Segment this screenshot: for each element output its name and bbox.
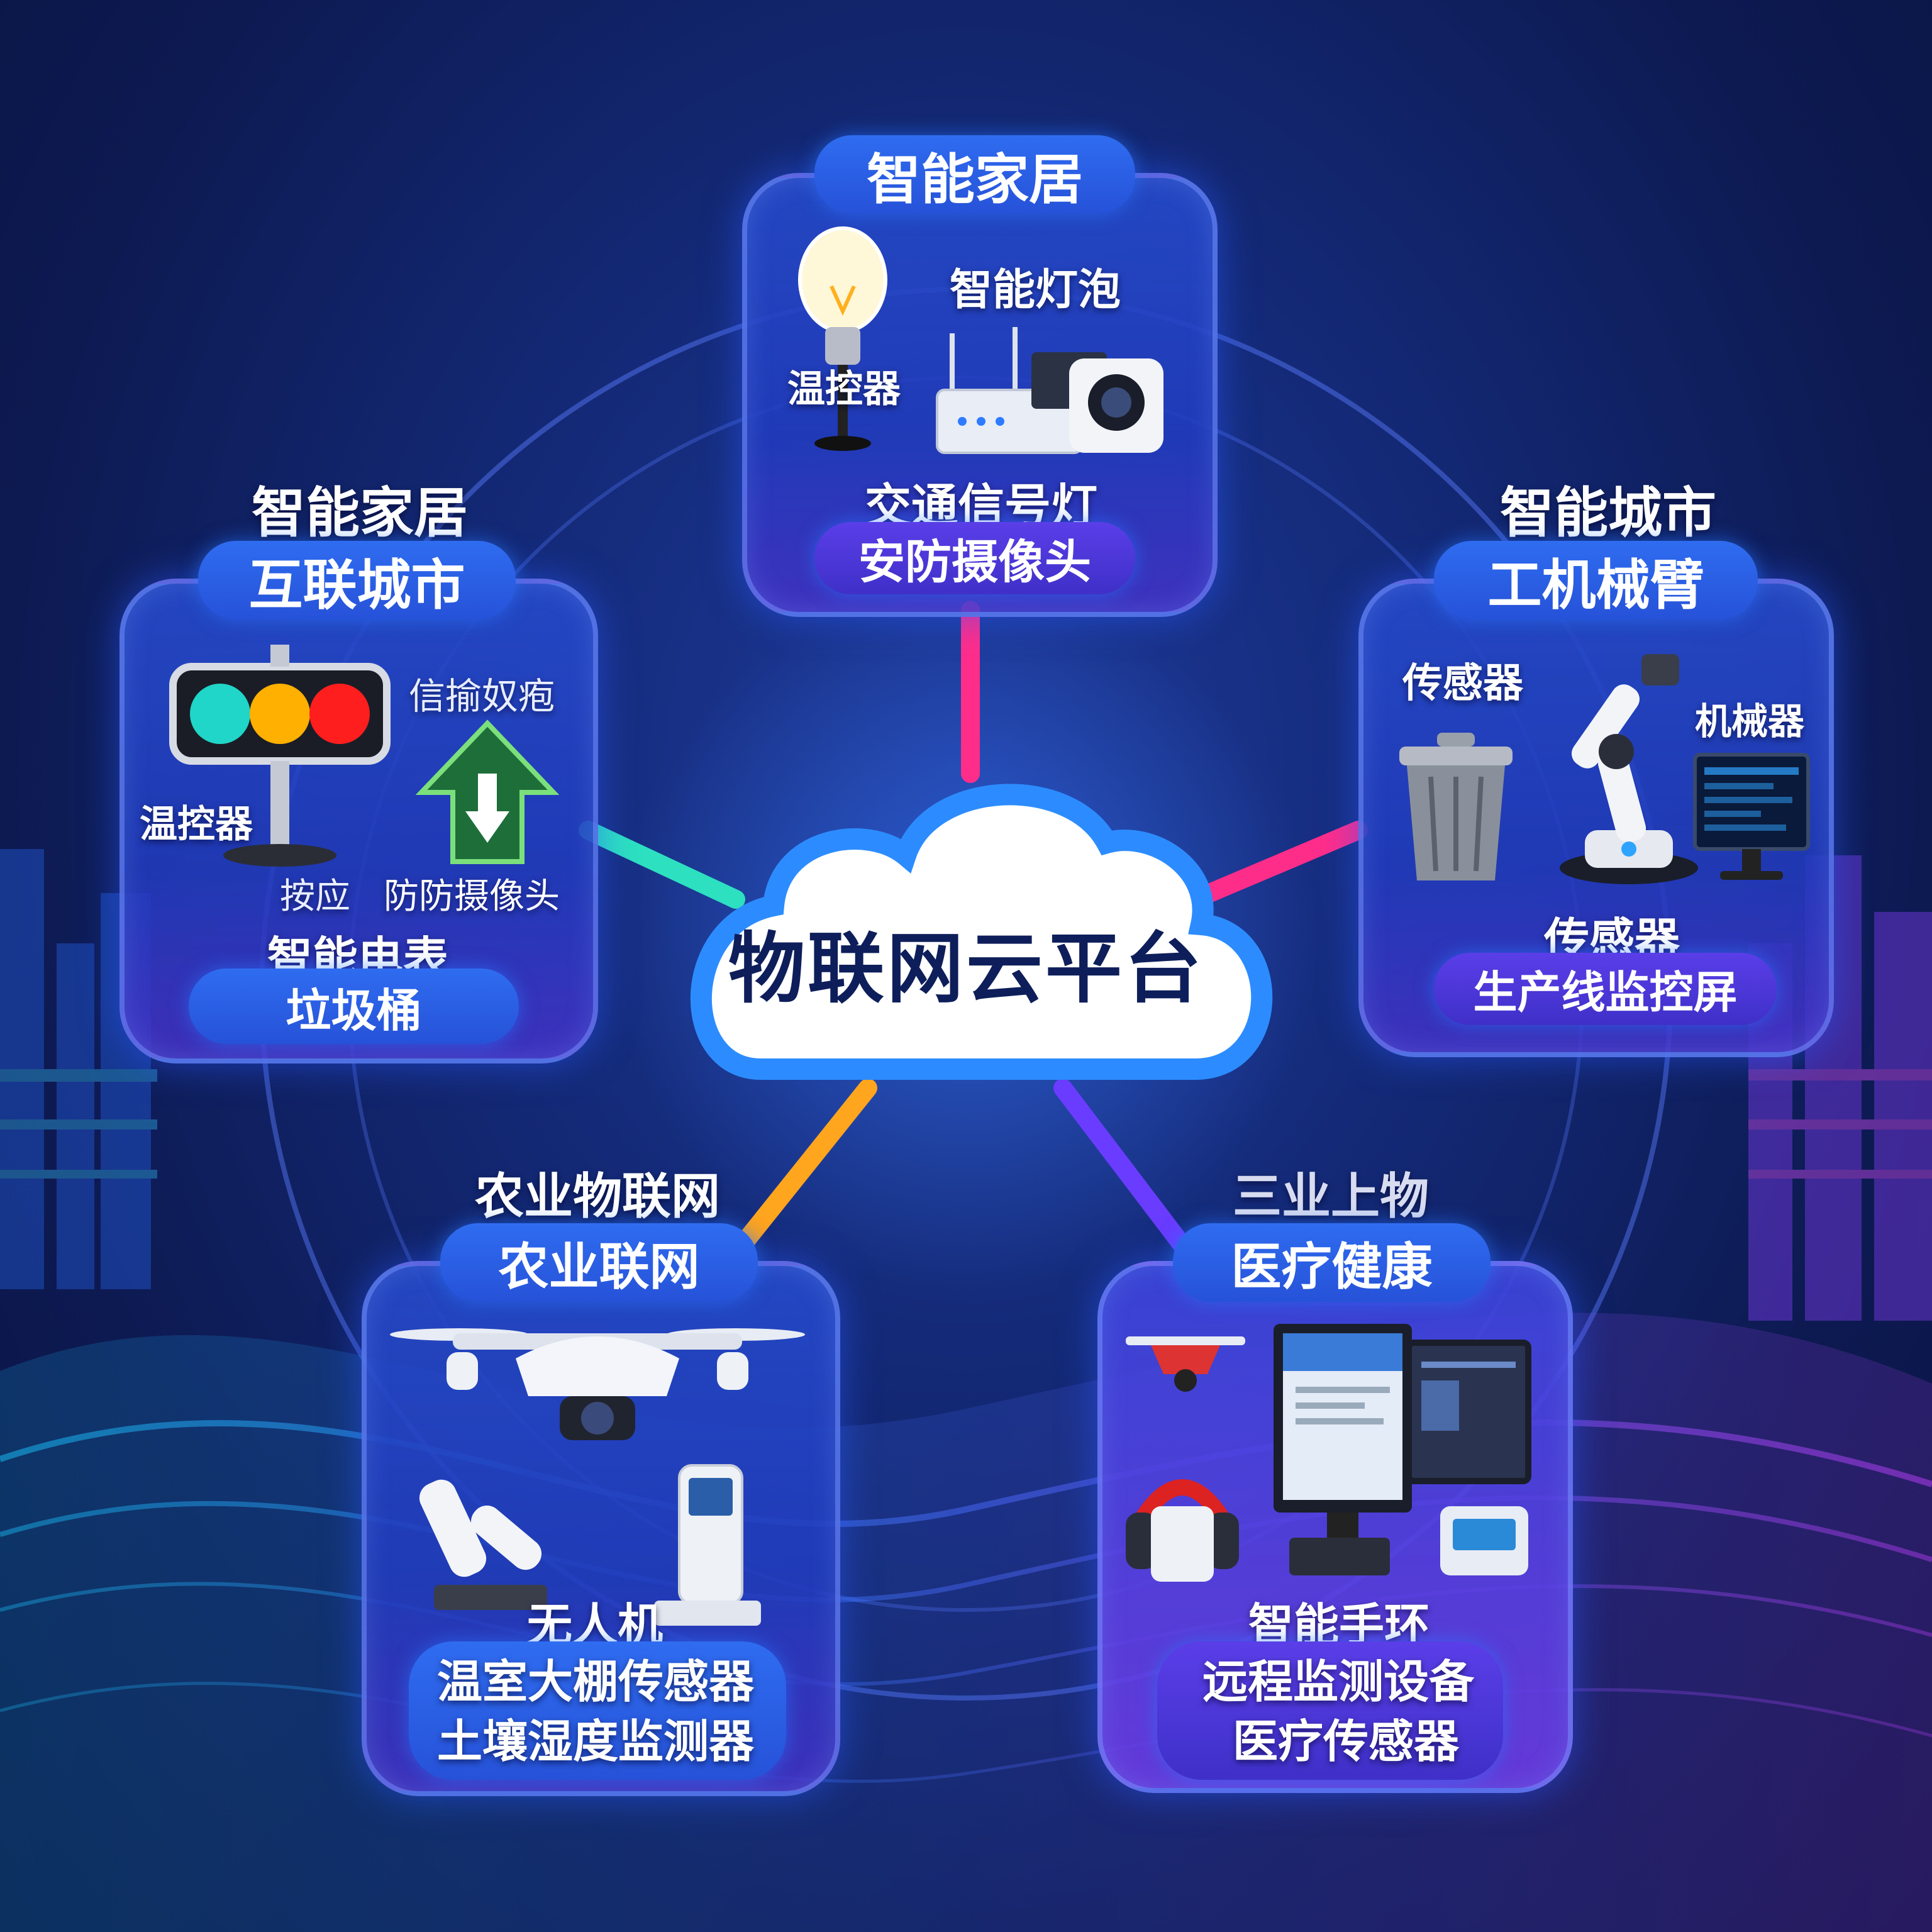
label-thermostat-top: 温控器 xyxy=(787,367,901,411)
card-right-header: 工机械臂 xyxy=(1434,541,1758,619)
medical-devices-icon xyxy=(1126,1324,1531,1582)
cloud-shape xyxy=(690,784,1273,1080)
light-bulb-icon xyxy=(798,226,887,451)
label-garbled-sign: 信揄奴疱 xyxy=(409,675,555,718)
router-icon xyxy=(936,327,1163,454)
link-right xyxy=(1185,821,1368,909)
trash-can-icon xyxy=(1399,733,1513,880)
cloud-platform-title: 物联网云平台 xyxy=(728,924,1204,1014)
card-bottom-left-footer xyxy=(409,1641,786,1780)
label-greenhouse-sensor: 温室大棚传感器 xyxy=(437,1655,755,1708)
label-sense-left: 按应 xyxy=(280,876,350,917)
card-top-header: 智能家居 xyxy=(814,135,1135,214)
link-bottom-left xyxy=(733,1079,877,1255)
drone-icon xyxy=(390,1328,805,1626)
arrow-down-sign-icon xyxy=(415,719,560,864)
card-bottom-right-footer xyxy=(1157,1641,1503,1780)
card-bottom-right-header: 医疗健康 xyxy=(1173,1223,1491,1302)
card-bottom-left-title: 农业物联网 xyxy=(475,1169,721,1225)
label-thermostat-left: 温控器 xyxy=(140,802,253,847)
label-sensor-right: 传感器 xyxy=(1402,660,1523,707)
digital-wave xyxy=(0,1313,1932,1932)
label-machine-right: 机械器 xyxy=(1695,700,1805,743)
card-left-footer: 垃圾桶 xyxy=(189,969,519,1044)
label-medical-sensor: 医疗传感器 xyxy=(1233,1715,1460,1768)
link-left xyxy=(579,821,745,909)
monitor-screen-icon xyxy=(1693,753,1810,880)
robot-arm-icon xyxy=(1560,654,1698,884)
card-bottom-left-header: 农业联网 xyxy=(440,1223,758,1302)
label-smart-bulb: 智能灯泡 xyxy=(950,265,1121,315)
label-remote-monitoring: 远程监测设备 xyxy=(1202,1655,1475,1708)
city-skyline-left xyxy=(0,849,157,1289)
link-bottom-right xyxy=(1053,1079,1192,1255)
label-soil-moisture-monitor: 土壤湿度监测器 xyxy=(437,1715,755,1768)
card-left-header: 互联城市 xyxy=(198,541,516,619)
label-camera-left: 防防摄像头 xyxy=(384,876,560,917)
card-bottom-right-title: 三业上物 xyxy=(1233,1169,1430,1225)
card-right-footer: 生产线监控屏 xyxy=(1434,953,1777,1025)
card-left-title: 智能家居 xyxy=(252,482,468,545)
card-right-title: 智能城市 xyxy=(1500,482,1716,545)
traffic-light-icon xyxy=(169,645,391,867)
card-top-footer: 安防摄像头 xyxy=(814,522,1135,594)
